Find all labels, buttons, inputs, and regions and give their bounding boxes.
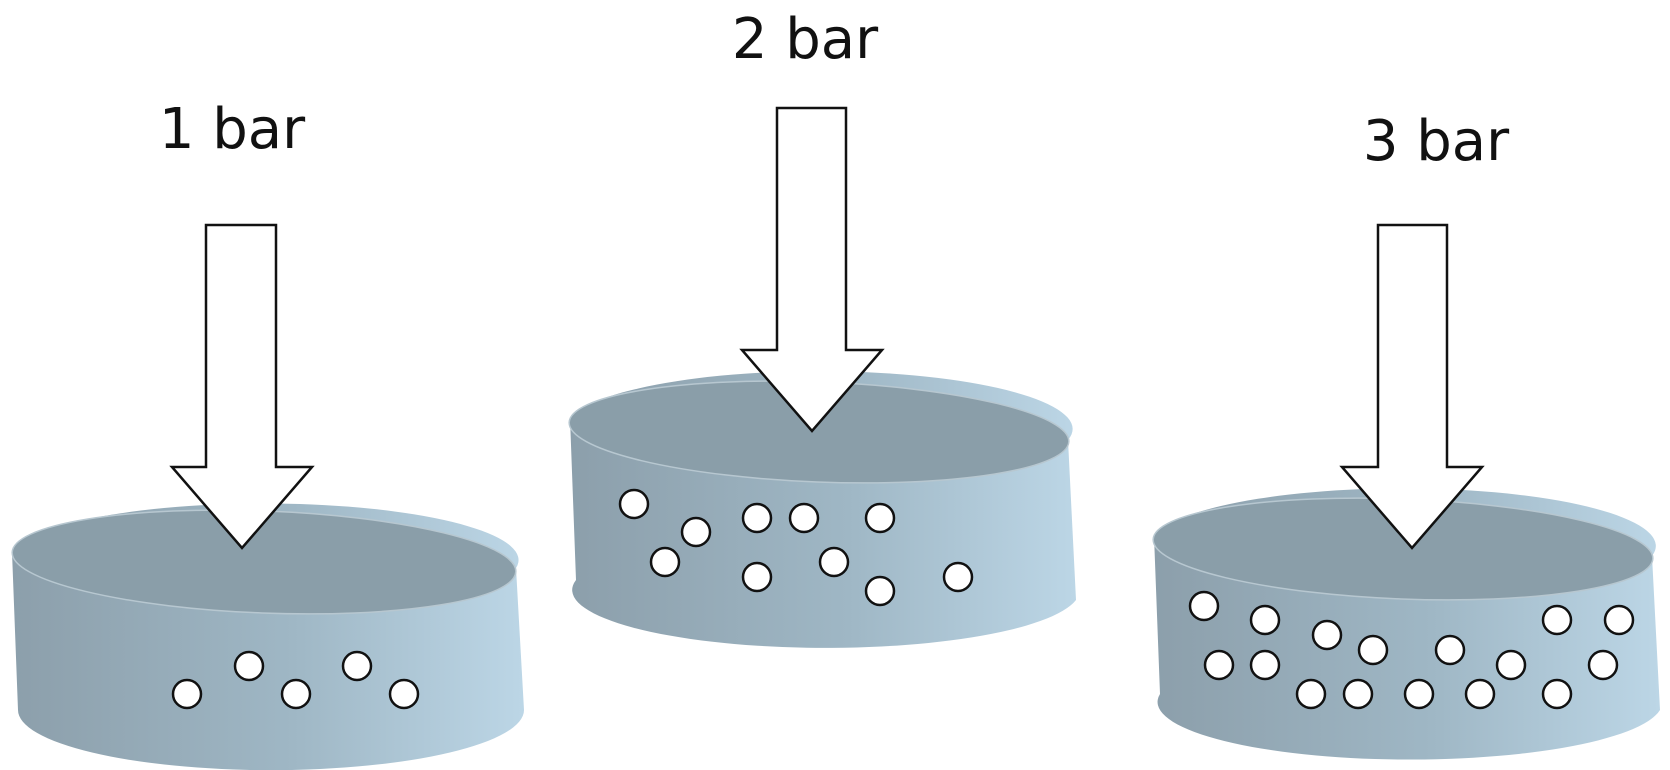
- gas-molecule: [171, 678, 203, 710]
- container-1-bar: 1 bar: [11, 97, 524, 770]
- gas-molecule: [1541, 678, 1573, 710]
- gas-molecule: [649, 546, 681, 578]
- gas-molecule: [1249, 649, 1281, 681]
- gas-molecule: [788, 502, 820, 534]
- gas-molecule: [1603, 604, 1635, 636]
- container-3-bar: 3 bar: [1152, 109, 1660, 760]
- dish-1-top: [12, 510, 516, 614]
- gas-molecule: [741, 502, 773, 534]
- gas-molecule: [1188, 590, 1220, 622]
- gas-molecule: [864, 575, 896, 607]
- pressure-label-1: 1 bar: [159, 97, 306, 162]
- gas-molecule: [1403, 678, 1435, 710]
- gas-molecule: [1587, 649, 1619, 681]
- gas-molecule: [818, 546, 850, 578]
- bubbles-2: [618, 488, 974, 607]
- dish-3: [1152, 488, 1660, 760]
- pressure-label-2: 2 bar: [732, 7, 879, 72]
- gas-molecule: [1464, 678, 1496, 710]
- gas-molecule: [388, 678, 420, 710]
- gas-molecule: [1357, 634, 1389, 666]
- gas-molecule: [1203, 649, 1235, 681]
- dish-3-top: [1153, 498, 1653, 600]
- container-2-bar: 2 bar: [568, 7, 1076, 648]
- dish-2-top: [569, 381, 1069, 483]
- pressure-label-3: 3 bar: [1363, 109, 1510, 174]
- down-arrow-1: [169, 223, 315, 550]
- gas-molecule: [1295, 678, 1327, 710]
- gas-molecule: [341, 650, 373, 682]
- gas-molecule: [1434, 634, 1466, 666]
- gas-molecule: [680, 516, 712, 548]
- gas-molecule: [1541, 604, 1573, 636]
- gas-molecule: [280, 678, 312, 710]
- dish-1: [11, 503, 524, 770]
- down-arrow-2: [739, 106, 885, 433]
- gas-molecule: [1311, 619, 1343, 651]
- gas-molecule: [1495, 649, 1527, 681]
- gas-molecule: [1342, 678, 1374, 710]
- gas-molecule: [942, 561, 974, 593]
- gas-molecule: [233, 650, 265, 682]
- bubbles-3: [1188, 590, 1635, 710]
- gas-molecule: [618, 488, 650, 520]
- gas-molecule: [741, 561, 773, 593]
- bubbles-1: [171, 650, 420, 710]
- down-arrow-3: [1339, 223, 1485, 550]
- gas-molecule: [1249, 604, 1281, 636]
- gas-molecule: [864, 502, 896, 534]
